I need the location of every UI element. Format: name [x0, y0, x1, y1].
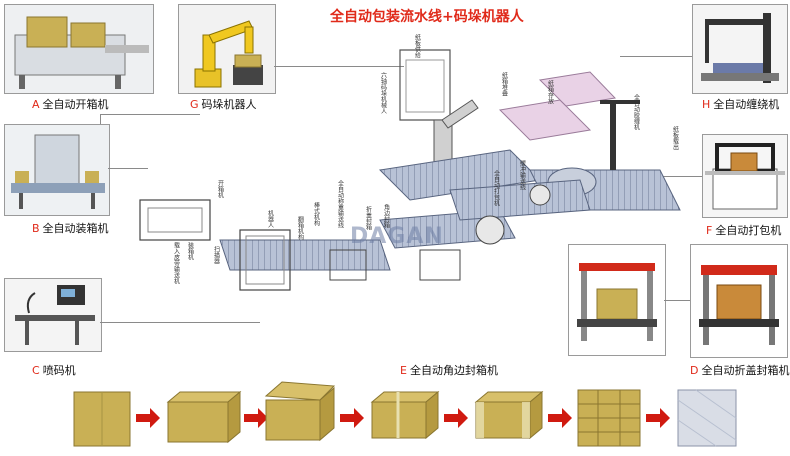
photo-inkjet-printer — [4, 278, 102, 352]
connector-a — [100, 114, 101, 124]
label-board-supply: 纸板供给 — [414, 33, 421, 59]
photo-stretch-wrapper — [692, 4, 788, 94]
photo-strapping-machine — [702, 134, 788, 218]
label-robot: 机器人 — [267, 209, 274, 228]
strapper-illustration — [703, 135, 787, 217]
label-weighing-line: 全自动称重输送线 — [337, 179, 344, 228]
label-belt-conveyor: 载入皮带输送机 — [173, 241, 180, 285]
wrapper-illustration — [693, 5, 787, 93]
flow-arrow-4 — [444, 408, 468, 428]
flow-step-erected-carton — [166, 390, 242, 444]
flow-step-sealed-carton — [370, 390, 440, 440]
flow-step-corner-sealed-carton — [474, 390, 544, 440]
photo-corner-sealer — [568, 244, 666, 356]
flow-arrow-1 — [136, 408, 160, 428]
label-flap-sealing: 折盖封箱 — [365, 205, 372, 231]
page-title: 全自动包装流水线+码垛机器人 — [330, 9, 524, 25]
photo-palletizing-robot — [178, 4, 276, 94]
label-box-stacking: 纸箱堆叠 — [501, 71, 508, 97]
flow-step-wrapped-pallet — [677, 389, 737, 447]
label-flip-mechanism: 翻箱机构 — [297, 215, 304, 241]
flow-arrow-6 — [646, 408, 670, 428]
photo-case-packer — [4, 124, 110, 216]
case-erector-illustration — [5, 5, 153, 93]
label-scanner: 扫描器 — [213, 245, 220, 265]
flow-step-filled-carton — [264, 381, 336, 442]
flow-arrow-3 — [340, 408, 364, 428]
robot-illustration — [179, 5, 275, 93]
connector-f — [640, 176, 702, 177]
flow-step-flat-carton — [73, 391, 131, 447]
connector-h — [620, 56, 692, 57]
label-board-out: 纸板载出 — [672, 125, 679, 151]
label-corner-sealing: 角边封箱 — [383, 203, 390, 229]
connector-d — [664, 300, 690, 301]
case-packer-illustration — [5, 125, 109, 215]
label-rod-mechanism: 棒式机构 — [313, 201, 320, 227]
watermark-logo: DAGAN — [350, 224, 444, 249]
photo-flap-sealer — [690, 244, 788, 358]
packaging-process-flow — [73, 381, 737, 447]
production-line-layout: 纸板供给 六轴码垛机械人 纸箱堆叠 纸箱存放 全自动胶缠机 纸板载出 开箱机 全… — [139, 33, 681, 291]
flap-sealer-illustration — [691, 245, 787, 357]
flow-arrow-5 — [548, 408, 572, 428]
connector-c — [100, 322, 260, 323]
label-six-axis-robot: 六轴码垛机械人 — [380, 71, 387, 114]
flow-step-pallet-stack — [577, 389, 641, 447]
label-packer: 装箱机 — [187, 241, 194, 261]
label-strapper: 全自动打包机 — [493, 169, 500, 207]
label-box-storage: 纸箱存放 — [547, 79, 554, 105]
connector-g — [274, 66, 404, 67]
connector-a-h — [100, 114, 200, 115]
label-buffer-line: 缓冲输送线 — [519, 159, 526, 190]
photo-case-erector — [4, 4, 154, 94]
connector-b — [108, 168, 148, 169]
inkjet-illustration — [5, 279, 101, 351]
corner-sealer-illustration — [569, 245, 665, 355]
label-case-erector: 开箱机 — [217, 180, 224, 199]
label-stretch-wrapper: 全自动胶缠机 — [633, 93, 640, 131]
flow-arrow-2 — [244, 408, 268, 428]
